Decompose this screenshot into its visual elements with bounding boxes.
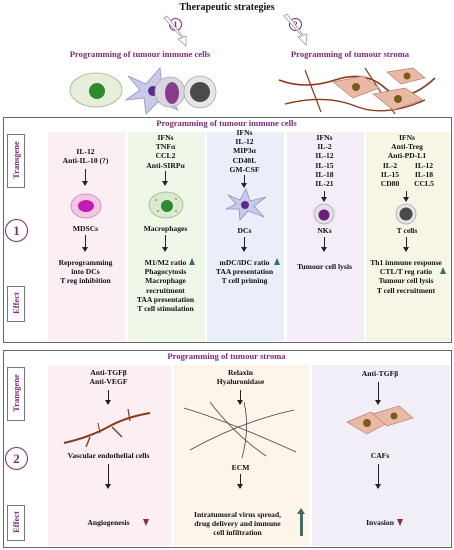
- effect-label-box: [7, 505, 25, 541]
- transgene-label: Transgene: [11, 374, 21, 412]
- section-1-number: 1: [5, 219, 28, 242]
- caf-cell-label: CAFs: [370, 451, 390, 460]
- ecm-transgene-arrow: [237, 390, 243, 405]
- increase-arrow-icon: [300, 512, 303, 536]
- caf-transgenes: Anti-TGFβ: [361, 369, 399, 378]
- ecm-column: [174, 365, 309, 546]
- mdsc-cell-label: MDSCs: [72, 224, 99, 233]
- tcell-effect-arrow: [403, 237, 409, 252]
- immune-cells-illustration: [69, 67, 217, 115]
- stroma-panel-title: Programming of tumour stroma: [167, 351, 286, 361]
- dc-effects: mDC/iDC ratio TAA presentation T cell pr…: [215, 258, 274, 286]
- mdsc-transgene-arrow: [82, 169, 88, 186]
- vascular-cell-label: Vascular endothelial cells: [67, 451, 150, 460]
- dc-effect-arrow: [241, 237, 247, 252]
- increase-arrow-icon: [274, 258, 280, 265]
- nk-effects: Tumour cell lysis: [297, 262, 352, 271]
- dc-transgene-arrow: [241, 175, 247, 188]
- angiogenesis-effect: Angiogenesis: [87, 518, 130, 527]
- tcell-transgene-il2: IL-2: [382, 161, 398, 170]
- ecm-label: ECM: [231, 463, 250, 472]
- nk-column: [287, 132, 364, 341]
- ecm-transgenes: Relaxin Hyaluronidase: [216, 368, 265, 387]
- tcell-cell-icon: [395, 203, 417, 225]
- increase-arrow-icon: [189, 258, 195, 265]
- caf-cells-icon: [346, 405, 414, 435]
- caf-transgene-arrow: [375, 382, 381, 405]
- immune-heading: Programming of tumour immune cells: [69, 49, 211, 59]
- section-2-number: 2: [5, 447, 28, 470]
- invasion-effect: Invasion: [366, 518, 394, 527]
- macrophage-column: [128, 132, 205, 341]
- vascular-effect-arrow: [105, 464, 111, 489]
- increase-arrow-icon: [440, 267, 446, 274]
- dc-column: [207, 132, 284, 341]
- ecm-effects: Intratumoral virus spread, drug delivery…: [194, 510, 281, 538]
- macrophage-transgene-arrow: [162, 171, 168, 186]
- mdsc-column: [48, 132, 125, 341]
- tcell-effects: Th1 immune response CTL/T reg ratio Tumo…: [370, 258, 442, 295]
- caf-column: [312, 365, 450, 546]
- tcell-transgene-ccl5: CCL5: [414, 179, 434, 188]
- tcell-transgenes: IFNs Anti-Treg Anti-PD-L1: [387, 133, 427, 161]
- mdsc-cell-icon: [70, 193, 102, 219]
- nk-cell-label: NKs: [317, 226, 332, 235]
- transgene-label-box: [7, 367, 25, 421]
- vascular-transgenes: Anti-TGFβ Anti-VEGF: [89, 368, 128, 387]
- tcell-transgene-il18: IL-18: [414, 170, 434, 179]
- nk-transgene-arrow: [321, 191, 327, 202]
- dc-transgenes: IFNs IL-12 MIP3α CD40L GM-CSF: [229, 128, 260, 174]
- effect-label-box: [7, 286, 25, 322]
- tcell-transgene-il15: IL-15: [380, 170, 400, 179]
- ecm-fibers-icon: [183, 401, 297, 459]
- decrease-arrow-icon: [143, 519, 149, 526]
- nk-effect-arrow: [321, 237, 327, 252]
- dc-cell-icon: [225, 188, 267, 221]
- vascular-transgene-arrow: [105, 390, 111, 405]
- stroma-illustration: [278, 67, 436, 115]
- immune-panel-title: Programming of tumour immune cells: [156, 118, 297, 128]
- macrophage-transgenes: IFNs TNFα CCL2 Anti-SIRPα: [146, 133, 185, 170]
- caf-effect-arrow: [375, 464, 381, 489]
- nk-transgenes: IFNs IL-2 IL-12 IL-15 IL-18 IL-21: [315, 133, 334, 189]
- dc-cell-label: DCs: [237, 226, 252, 235]
- tcell-transgene-il12: IL-12: [414, 161, 434, 170]
- mdsc-transgenes: IL-12 Anti-IL-10 (?): [62, 147, 109, 166]
- stroma-programming-panel: [3, 350, 452, 548]
- macrophage-effect-arrow: [162, 235, 168, 252]
- decrease-arrow-icon: [397, 519, 403, 526]
- tcell-transgene-cd80: CD80: [380, 179, 400, 188]
- tcell-cell-label: T cells: [396, 226, 418, 235]
- transgene-label: Transgene: [11, 141, 21, 179]
- strategy-arrows: [163, 14, 308, 47]
- page-title: Therapeutic strategies: [179, 2, 275, 13]
- transgene-label-box: [7, 134, 25, 188]
- ecm-effect-arrow: [237, 474, 243, 489]
- macrophage-cell-label: Macrophages: [143, 224, 188, 233]
- blood-vessel-icon: [63, 408, 151, 448]
- mdsc-effects: Reprogramming into DCs T reg inhibition: [58, 258, 113, 286]
- macrophage-cell-icon: [148, 191, 184, 219]
- tcell-transgene-arrow: [403, 191, 409, 202]
- effect-label: Effect: [11, 511, 21, 533]
- nk-cell-icon: [313, 203, 335, 225]
- macrophage-effects: M1/M2 ratio Phagocytosis Macrophage recr…: [136, 258, 195, 314]
- tcell-column: [366, 132, 450, 341]
- stroma-heading: Programming of tumour stroma: [290, 49, 410, 59]
- immune-programming-panel: [3, 117, 452, 343]
- effect-label: Effect: [11, 292, 21, 314]
- vascular-column: [48, 365, 171, 546]
- mdsc-effect-arrow: [82, 235, 88, 252]
